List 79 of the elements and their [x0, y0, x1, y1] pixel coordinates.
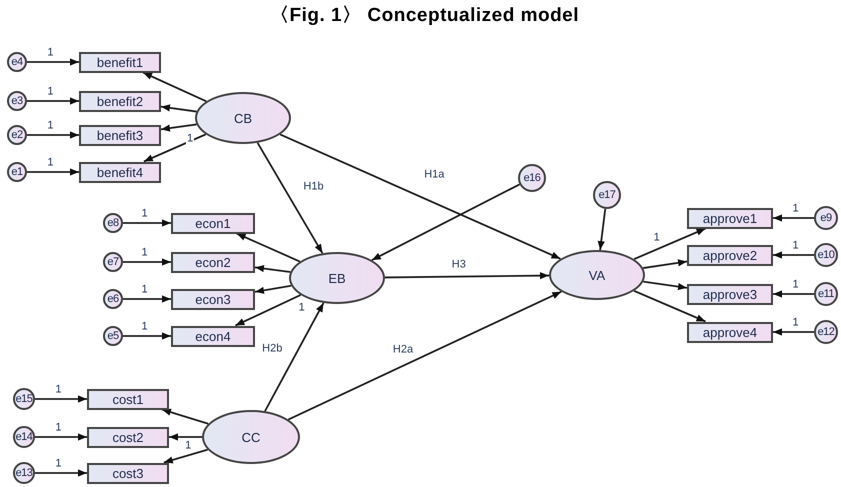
path-arrow — [35, 469, 87, 477]
edge-label: H2b — [261, 344, 284, 355]
observed-variable-box: econ1 — [171, 212, 255, 234]
edge-label: 1 — [791, 280, 800, 290]
observed-variable-box: benefit1 — [79, 52, 161, 72]
edge-label: 1 — [46, 158, 54, 168]
latent-variable-ellipse: CC — [202, 410, 300, 464]
edge-label: H1a — [423, 169, 446, 180]
path-arrow — [634, 290, 706, 322]
edge-label: 1 — [54, 384, 62, 396]
path-arrow — [164, 448, 208, 464]
path-arrow — [254, 265, 290, 273]
path-arrow — [160, 124, 197, 132]
path-arrow — [642, 259, 688, 269]
edge-label: 1 — [54, 458, 62, 470]
edge-label: 1 — [140, 208, 149, 220]
edge-label: 1 — [46, 48, 54, 58]
edge-label: 1 — [652, 232, 661, 244]
path-arrow — [643, 280, 688, 290]
path-arrow — [256, 142, 324, 254]
latent-variable-ellipse: VA — [549, 250, 645, 300]
path-arrow — [288, 290, 562, 420]
edge-label: H1b — [302, 181, 325, 192]
observed-variable-box: econ2 — [171, 252, 255, 272]
path-arrow — [598, 208, 606, 250]
edge-label: 1 — [791, 318, 800, 328]
path-arrow — [123, 295, 171, 303]
observed-variable-box: cost3 — [87, 462, 169, 484]
edge-label: 1 — [186, 133, 194, 144]
path-arrow — [254, 284, 292, 294]
observed-variable-box: approve3 — [687, 284, 773, 304]
observed-variable-box: approve4 — [687, 322, 773, 342]
observed-variable-box: cost2 — [87, 426, 169, 448]
figure-title: 〈Fig. 1〉 Conceptualized model — [270, 4, 580, 28]
path-arrow — [123, 332, 171, 340]
edge-label: 1 — [140, 248, 149, 258]
observed-variable-box: cost1 — [87, 388, 169, 410]
path-arrow — [142, 72, 207, 102]
observed-variable-box: approve1 — [687, 208, 773, 228]
edge-label: 1 — [791, 240, 800, 252]
path-arrow — [169, 433, 202, 441]
path-arrow — [27, 131, 79, 139]
path-arrow — [384, 272, 550, 280]
path-arrow — [264, 302, 324, 412]
observed-variable-box: approve2 — [687, 244, 773, 266]
latent-variable-ellipse: CB — [195, 92, 291, 144]
path-arrow — [280, 134, 561, 260]
edge-label: 1 — [46, 86, 54, 98]
observed-variable-box: benefit3 — [79, 124, 161, 146]
path-arrow — [773, 251, 814, 259]
edge-label: 1 — [791, 204, 800, 214]
path-arrow — [27, 168, 79, 176]
latent-variable-ellipse: EB — [289, 252, 385, 304]
edge-label: 1 — [140, 322, 149, 332]
path-arrow — [160, 104, 197, 112]
path-arrow — [773, 290, 814, 298]
path-arrow — [773, 328, 814, 336]
observed-variable-box: econ4 — [171, 326, 255, 346]
edge-label: 1 — [184, 440, 192, 452]
edge-label: H3 — [450, 259, 467, 270]
edge-label: 1 — [140, 284, 149, 296]
path-arrow — [123, 258, 171, 266]
path-arrow — [27, 97, 79, 105]
path-arrow — [144, 134, 206, 162]
path-arrow — [371, 184, 520, 261]
path-arrow — [235, 294, 302, 326]
path-arrow — [236, 232, 300, 262]
observed-variable-box: benefit4 — [79, 162, 161, 182]
observed-variable-box: econ3 — [171, 288, 255, 310]
path-arrow — [35, 395, 87, 403]
path-arrow — [634, 228, 706, 260]
path-arrow — [35, 433, 87, 441]
edge-label: H2a — [392, 344, 414, 356]
edge-label: 1 — [46, 120, 54, 132]
observed-variable-box: benefit2 — [79, 90, 161, 112]
edge-label: 1 — [54, 422, 62, 434]
path-arrow — [27, 58, 79, 66]
path-arrow — [123, 219, 171, 227]
path-arrow — [773, 214, 814, 222]
